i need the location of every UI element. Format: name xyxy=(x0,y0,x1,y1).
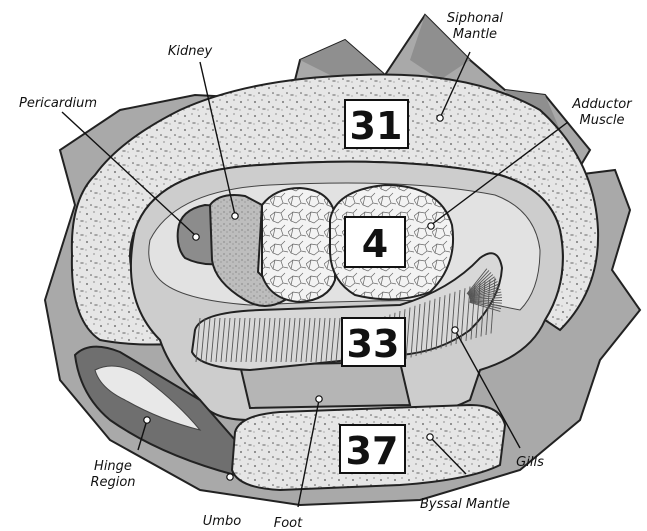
label-siphonal-mantle-line1: Siphonal xyxy=(447,11,504,26)
label-byssal-mantle: Byssal Mantle xyxy=(420,497,510,512)
svg-text:37: 37 xyxy=(346,429,399,473)
number-badge-37: 37 xyxy=(340,425,405,473)
number-badge-31: 31 xyxy=(345,100,408,148)
label-hinge-region-line1: Hinge xyxy=(94,459,132,474)
label-gills: Gills xyxy=(516,455,544,470)
label-hinge-region-line2: Region xyxy=(90,475,135,490)
number-badge-4: 4 xyxy=(345,217,405,267)
label-umbo: Umbo xyxy=(203,514,241,529)
posterior-muscle xyxy=(262,188,335,302)
label-siphonal-mantle-line2: Mantle xyxy=(453,27,497,42)
svg-text:4: 4 xyxy=(362,222,388,266)
svg-text:33: 33 xyxy=(347,322,400,366)
svg-text:31: 31 xyxy=(350,104,403,148)
label-kidney: Kidney xyxy=(168,44,213,59)
label-adductor-muscle-line1: Adductor xyxy=(571,97,633,112)
label-foot: Foot xyxy=(274,516,303,531)
number-badge-33: 33 xyxy=(342,318,405,366)
label-adductor-muscle-line2: Muscle xyxy=(580,113,625,128)
label-pericardium: Pericardium xyxy=(19,96,97,111)
